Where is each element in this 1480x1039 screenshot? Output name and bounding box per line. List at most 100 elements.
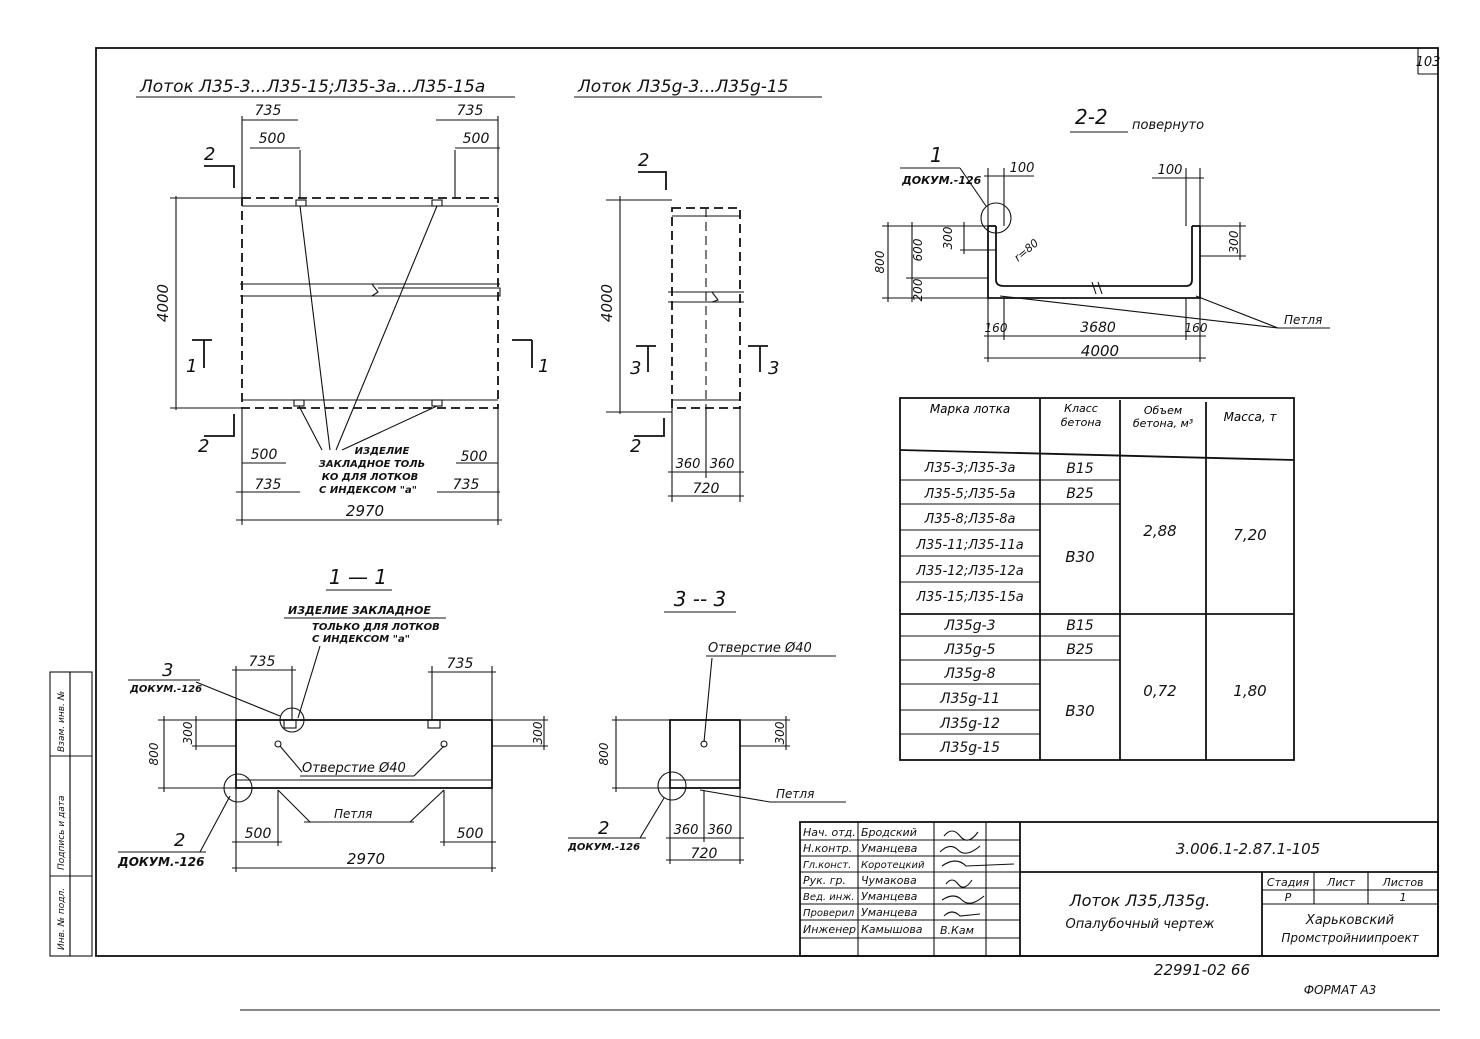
doc-name-line1: Лоток Л35,Л35g. xyxy=(1069,891,1211,910)
view-main-title: Лоток Л35-3...Л35-15;Л35-3а...Л35-15а xyxy=(139,77,485,97)
dim-2970-11: 2970 xyxy=(347,850,385,868)
section-22-subtitle: повернуто xyxy=(1132,118,1204,133)
archive-number: 22991-02 66 xyxy=(1154,961,1250,979)
callout-3-doc: ДОКУМ.-126 xyxy=(129,684,202,695)
dim-160-left-22: 160 xyxy=(985,321,1008,335)
callout-3-num: 3 xyxy=(162,660,173,681)
dim-360-right-33: 360 xyxy=(708,823,733,838)
stage-header: Стадия xyxy=(1267,876,1310,889)
hole-label-33: Отверстие Ø40 xyxy=(708,641,812,656)
dim-800-11: 800 xyxy=(147,742,161,765)
section-2-bottom-small: 2 xyxy=(630,436,641,457)
format-label: ФОРМАТ А3 xyxy=(1304,983,1377,997)
dim-500-bottom-left: 500 xyxy=(251,447,278,463)
callout-2-num-33: 2 xyxy=(598,818,609,839)
doc-name-line2: Опалубочный чертеж xyxy=(1066,917,1215,932)
dim-360-right-small: 360 xyxy=(710,457,735,472)
dim-735-left-11: 735 xyxy=(249,654,276,670)
dim-735-right-11: 735 xyxy=(447,656,474,672)
dim-300-left-22: 300 xyxy=(941,226,955,249)
dim-200-22: 200 xyxy=(911,278,925,301)
role-3: Гл.конст. xyxy=(803,860,851,871)
class-b15-a: В15 xyxy=(1066,461,1094,477)
section-2-top-main: 2 xyxy=(204,144,215,165)
mass-a: 7,20 xyxy=(1233,526,1266,544)
stamp-inv-label: Инв. № подл. xyxy=(57,888,67,950)
dim-360-left-33: 360 xyxy=(674,823,699,838)
stamp-sign-label: Подпись и дата xyxy=(57,795,67,870)
class-b30-a: В30 xyxy=(1065,548,1094,566)
dim-4000-22: 4000 xyxy=(1081,342,1119,360)
dim-4000-small: 4000 xyxy=(598,284,616,322)
title-block: Нач. отд. Н.контр. Гл.конст. Рук. гр. Ве… xyxy=(799,821,1439,957)
th-class-wrap: Класс бетона xyxy=(1060,402,1102,429)
th-mark-wrap: Марка лотка xyxy=(930,402,1010,416)
dim-360-left-small: 360 xyxy=(676,457,701,472)
dim-500-left-11: 500 xyxy=(245,826,272,842)
dim-720-small: 720 xyxy=(693,481,720,497)
row-mark-3: Л35-8;Л35-8а xyxy=(924,512,1016,527)
role-5: Вед. инж. xyxy=(803,892,855,903)
signature-7: В.Кам xyxy=(940,924,974,937)
page-number: 103 xyxy=(1416,55,1441,70)
dim-300-right-22: 300 xyxy=(1227,230,1241,253)
role-7: Инженер xyxy=(803,923,856,936)
section-1-left-main: 1 xyxy=(186,356,197,377)
name-1: Бродский xyxy=(861,826,917,839)
class-b30-b: В30 xyxy=(1065,702,1094,720)
name-6: Уманцева xyxy=(861,906,918,919)
role-4: Рук. гр. xyxy=(803,874,846,887)
section-33-title: 3 -- 3 xyxy=(674,587,727,611)
dim-r80-22: r=80 xyxy=(1012,237,1042,265)
row-mark-11: Л35g-12 xyxy=(939,716,1000,732)
sheet-frame: 103 22991-02 66 ФОРМАТ А3 xyxy=(95,47,1441,1011)
view-main-plan: Лоток Л35-3...Л35-15;Л35-3а...Л35-15а 73… xyxy=(136,77,549,525)
org-line2: Промстройниипроект xyxy=(1281,931,1419,945)
th-mass: Масса, т xyxy=(1223,410,1277,424)
row-mark-5: Л35-12;Л35-12а xyxy=(915,564,1023,579)
dim-4000-main: 4000 xyxy=(154,284,172,322)
section-3-3: 3 -- 3 Отверстие Ø40 800 300 Петля 2 ДОК… xyxy=(567,587,846,864)
section-3-right-small: 3 xyxy=(768,358,779,379)
embed-note-11-line2: ТОЛЬКО ДЛЯ ЛОТКОВ xyxy=(312,622,440,633)
role-1: Нач. отд. xyxy=(803,826,856,839)
name-4: Чумакова xyxy=(861,874,917,887)
view-small-title: Лоток Л35g-3...Л35g-15 xyxy=(577,77,789,97)
name-5: Уманцева xyxy=(861,890,918,903)
dim-100-right-22: 100 xyxy=(1158,163,1183,178)
hole-label-11: Отверстие Ø40 xyxy=(302,761,406,776)
dim-735-bottom-right: 735 xyxy=(453,477,480,493)
doc-code: 3.006.1-2.87.1-105 xyxy=(1176,840,1320,858)
dim-800-22: 800 xyxy=(873,250,887,273)
row-mark-10: Л35g-11 xyxy=(939,691,1000,707)
embed-note-line3: КО ДЛЯ ЛОТКОВ xyxy=(322,472,418,483)
dim-500-bottom-right: 500 xyxy=(461,449,488,465)
callout-2-doc-33: ДОКУМ.-126 xyxy=(567,842,640,853)
dim-735-top-left: 735 xyxy=(255,103,282,119)
loop-label-11: Петля xyxy=(334,807,372,821)
embed-note-11-line3: С ИНДЕКСОМ "а" xyxy=(312,634,410,645)
stage-value: Р xyxy=(1285,891,1292,904)
dim-800-33: 800 xyxy=(597,742,611,765)
dim-735-top-right: 735 xyxy=(457,103,484,119)
embed-note-line2: ЗАКЛАДНОЕ ТОЛЬ xyxy=(319,459,425,470)
class-b25-a: В25 xyxy=(1066,486,1094,502)
th-class: Класс бетона xyxy=(1060,402,1102,429)
dim-300-33: 300 xyxy=(773,721,787,744)
name-2: Уманцева xyxy=(861,842,918,855)
loop-label-22: Петля xyxy=(1284,313,1322,327)
stamp-replace-label: Взам. инв. № xyxy=(57,691,67,752)
th-volume-wrap: Объем бетона, м³ xyxy=(1132,404,1194,430)
loop-label-33: Петля xyxy=(776,787,814,801)
dim-300-left-11: 300 xyxy=(181,721,195,744)
th-volume: Объем бетона, м³ xyxy=(1132,404,1194,430)
dim-500-right-11: 500 xyxy=(457,826,484,842)
side-stamp: Инв. № подл. Подпись и дата Взам. инв. № xyxy=(49,671,93,957)
section-22-title: 2-2 xyxy=(1075,105,1108,129)
th-mass-wrap: Масса, т xyxy=(1223,410,1277,424)
row-mark-9: Л35g-8 xyxy=(943,666,995,682)
dim-500-top-left: 500 xyxy=(259,131,286,147)
dim-3680-22: 3680 xyxy=(1080,320,1116,336)
dim-720-33: 720 xyxy=(691,846,718,862)
